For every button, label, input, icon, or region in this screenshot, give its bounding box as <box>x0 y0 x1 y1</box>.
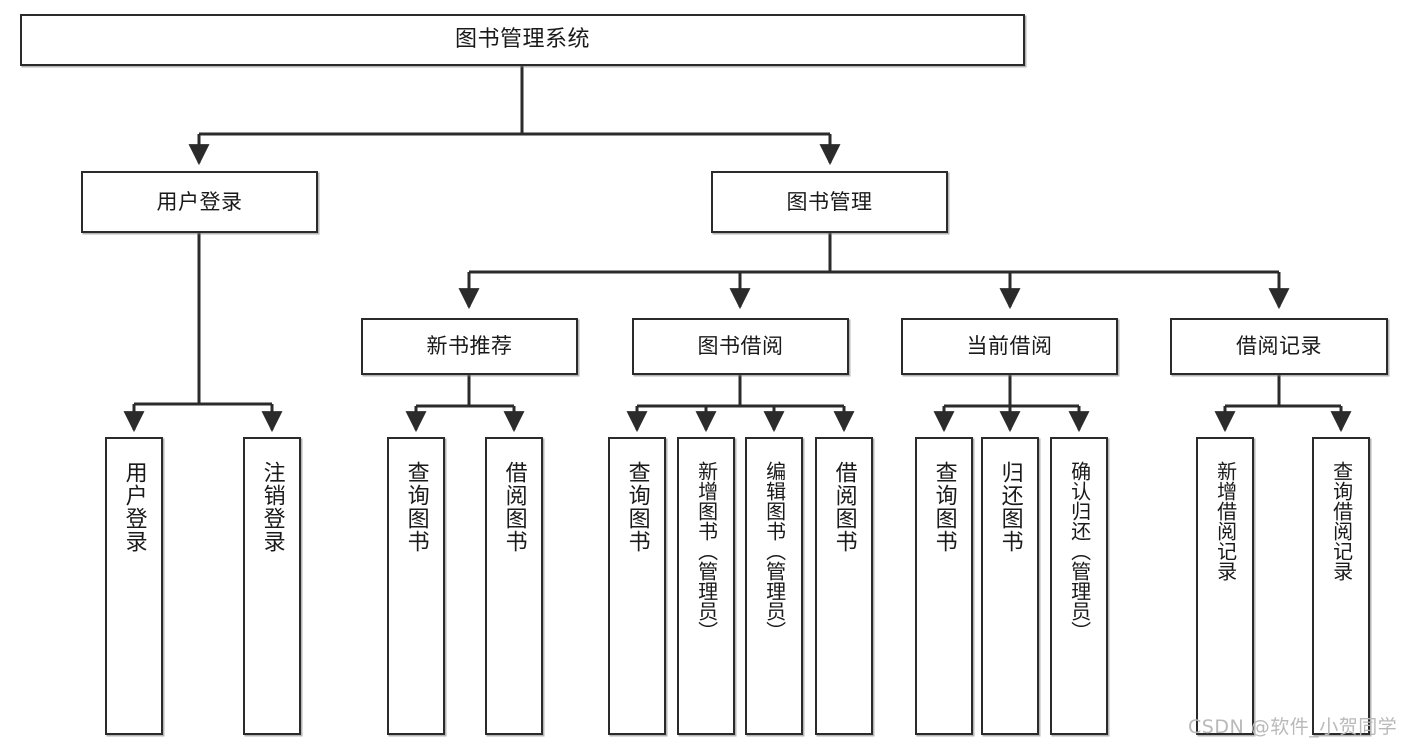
leaf-current-return-book[interactable]: 归还图书 <box>981 437 1039 735</box>
leaf-current-confirm-return-admin[interactable]: 确认归还（管理员） <box>1050 437 1108 735</box>
leaf-recommend-borrow-book[interactable]: 借阅图书 <box>485 437 543 735</box>
leaf-current-query-book[interactable]: 查询图书 <box>915 437 973 735</box>
node-label: 用户登录 <box>156 189 243 214</box>
node-root-system[interactable]: 图书管理系统 <box>20 14 1025 66</box>
leaf-record-add-record[interactable]: 新增借阅记录 <box>1196 437 1254 735</box>
node-label: 查询借阅记录 <box>1329 461 1354 581</box>
node-label: 图书管理 <box>786 189 873 214</box>
node-label: 图书借阅 <box>697 334 784 359</box>
leaf-recommend-query-book[interactable]: 查询图书 <box>387 437 445 735</box>
node-label: 归还图书 <box>997 461 1023 553</box>
node-label: 新书推荐 <box>426 334 513 359</box>
leaf-borrow-query-book[interactable]: 查询图书 <box>608 437 666 735</box>
node-label: 借阅图书 <box>501 461 527 553</box>
node-book-management[interactable]: 图书管理 <box>711 171 948 233</box>
node-label: 查询图书 <box>403 461 429 553</box>
node-book-borrow[interactable]: 图书借阅 <box>632 318 849 375</box>
node-label: 编辑图书（管理员） <box>762 461 787 641</box>
leaf-user-login-login[interactable]: 用户登录 <box>105 437 163 735</box>
node-current-borrow[interactable]: 当前借阅 <box>901 318 1118 375</box>
node-label: 用户登录 <box>121 461 147 553</box>
node-new-book-recommend[interactable]: 新书推荐 <box>361 318 578 375</box>
node-label: 借阅图书 <box>831 461 857 553</box>
node-label: 注销登录 <box>259 461 285 553</box>
watermark-text: CSDN @软件_小贺同学 <box>1188 716 1398 738</box>
node-label: 新增借阅记录 <box>1213 461 1238 581</box>
node-borrow-record[interactable]: 借阅记录 <box>1170 318 1388 375</box>
node-user-login[interactable]: 用户登录 <box>81 171 318 233</box>
leaf-user-login-logout[interactable]: 注销登录 <box>243 437 301 735</box>
leaf-borrow-borrow-book[interactable]: 借阅图书 <box>815 437 873 735</box>
node-label: 查询图书 <box>624 461 650 553</box>
node-label: 新增图书（管理员） <box>694 461 719 641</box>
node-label: 当前借阅 <box>966 334 1053 359</box>
node-label: 确认归还（管理员） <box>1067 461 1092 641</box>
leaf-record-query-record[interactable]: 查询借阅记录 <box>1312 437 1370 735</box>
leaf-borrow-add-book-admin[interactable]: 新增图书（管理员） <box>677 437 735 735</box>
node-label: 借阅记录 <box>1236 334 1322 359</box>
node-label: 图书管理系统 <box>454 27 590 53</box>
node-label: 查询图书 <box>931 461 957 553</box>
leaf-borrow-edit-book-admin[interactable]: 编辑图书（管理员） <box>745 437 803 735</box>
